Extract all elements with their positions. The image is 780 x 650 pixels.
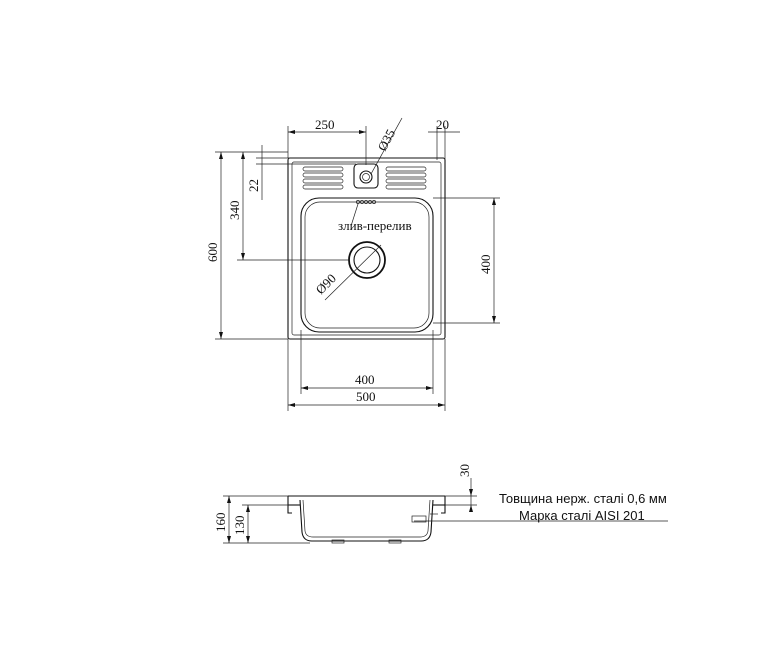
dim-600: 600 [205,243,220,263]
sink-inner-rim [291,161,442,336]
note-steel-grade: Марка сталі AISI 201 [519,508,645,523]
dim-130: 130 [232,516,247,536]
dim-400-right: 400 [478,255,493,275]
drainboard-grooves-right [385,166,427,190]
sink-bowl-outer [300,197,434,333]
dimension-lines-side [223,478,668,544]
dim-d90: Ø90 [313,271,339,297]
dim-160: 160 [213,513,228,533]
dim-30: 30 [457,464,472,477]
sink-top-view [287,157,446,340]
dimension-arrows-side [227,489,473,543]
drainboard-grooves-left [302,166,344,190]
dim-250: 250 [315,117,335,132]
dim-340: 340 [227,201,242,221]
drain-hole [348,241,386,279]
label-overflow: злив-перелив [338,218,412,233]
sink-outer-rim [287,157,446,340]
dim-20: 20 [436,117,449,132]
dim-400-bottom: 400 [355,372,375,387]
sink-side-view [287,495,446,544]
dim-500: 500 [356,389,376,404]
sink-bowl-inner [304,201,430,329]
dim-22: 22 [246,179,261,192]
dim-d35: Ø35 [374,127,398,154]
dimension-arrows [219,130,496,407]
note-steel-thickness: Товщина нерж. сталі 0,6 мм [499,491,667,506]
dimension-lines-top [215,117,500,411]
